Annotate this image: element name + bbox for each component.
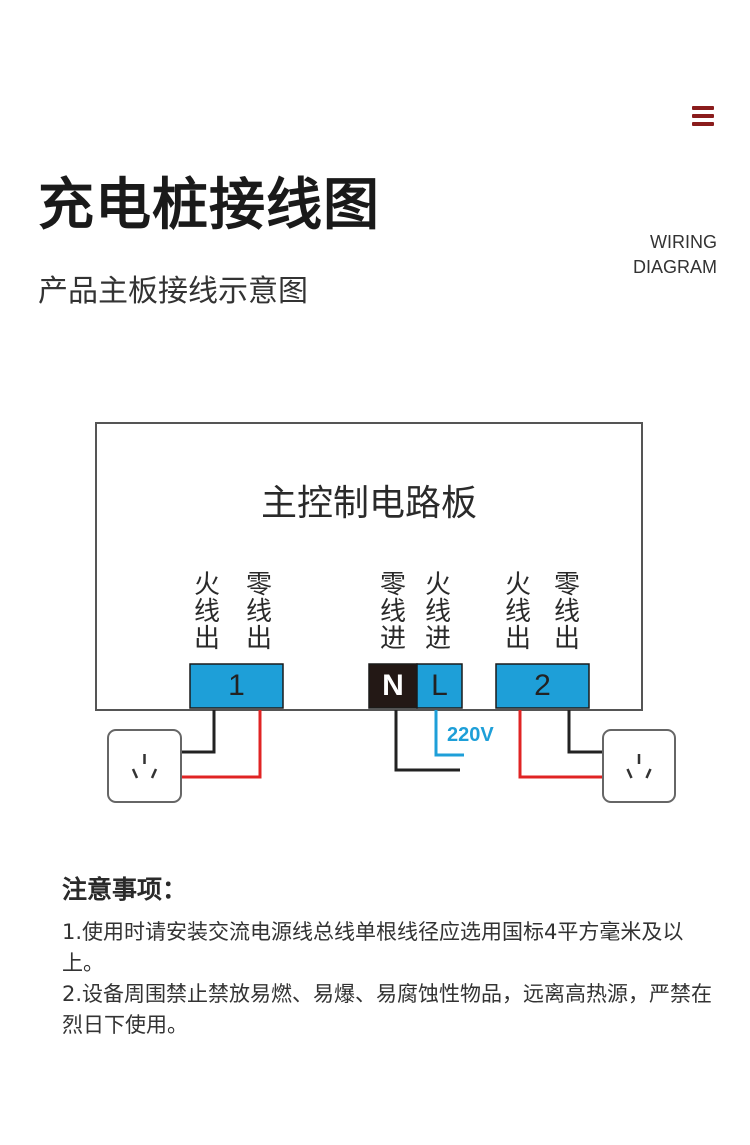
english-title-line1: WIRING: [650, 232, 717, 252]
label-out1-live: 火线出: [193, 570, 220, 654]
label-out2-live: 火线出: [504, 570, 531, 654]
neutral-wire-out2: [567, 710, 603, 754]
label-out2-neutral: 零线出: [553, 570, 580, 654]
terminal-live: [416, 663, 463, 709]
neutral-supply-wire: [394, 710, 460, 772]
power-socket-icon: [107, 729, 182, 803]
page-title: 充电桩接线图: [38, 173, 380, 238]
terminal-block-2: [495, 663, 590, 709]
power-socket-icon: [602, 729, 676, 803]
terminal-block-1-label: 1: [228, 669, 245, 702]
socket-left-pin-r: [150, 768, 158, 779]
hamburger-menu-icon[interactable]: [692, 106, 714, 126]
terminal-n-label: N: [382, 669, 404, 702]
live-wire-out2: [518, 710, 603, 779]
voltage-label: 220V: [447, 724, 494, 746]
socket-right-pin-r: [645, 768, 652, 779]
menu-bar: [692, 114, 714, 118]
english-title: WIRING DIAGRAM: [633, 230, 717, 280]
terminal-block-1: [189, 663, 284, 709]
label-out1-neutral: 零线出: [245, 570, 272, 654]
terminal-l-label: L: [431, 669, 448, 702]
menu-bar: [692, 122, 714, 126]
terminal-block-2-label: 2: [534, 669, 551, 702]
label-in-live: 火线进: [424, 570, 451, 654]
page-subtitle: 产品主板接线示意图: [38, 274, 308, 309]
english-title-line2: DIAGRAM: [632, 257, 717, 277]
notes-title: 注意事项：: [62, 875, 188, 904]
main-board-outline: [95, 422, 643, 711]
board-label: 主控制电路板: [260, 483, 477, 524]
socket-left-frame: [107, 729, 182, 803]
terminal-neutral: [368, 663, 418, 709]
note-item-2: 2.设备周围禁止禁放易燃、易爆、易腐蚀性物品，远离高热源，严禁在烈日下使用。: [62, 982, 713, 1037]
socket-right-frame: [602, 729, 676, 803]
label-in-neutral: 零线进: [379, 570, 406, 654]
neutral-wire-out1: [181, 710, 216, 754]
socket-right-pin-l: [626, 768, 633, 779]
note-item-1: 1.使用时请安装交流电源线总线单根线径应选用国标4平方毫米及以上。: [62, 920, 684, 975]
socket-left-pin-l: [131, 768, 139, 779]
live-supply-wire: [434, 710, 464, 757]
menu-bar: [692, 106, 714, 110]
live-wire-out1: [181, 710, 262, 779]
